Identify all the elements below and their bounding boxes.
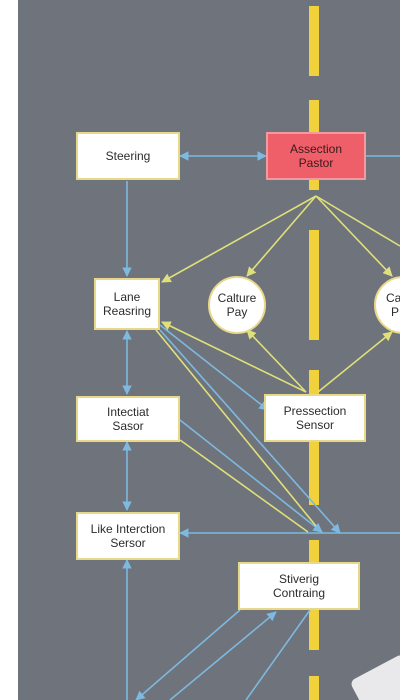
calture-pay-partial-label: Cal P bbox=[386, 291, 400, 319]
lane-dash bbox=[309, 6, 319, 76]
like-interction-sersor-label: Like Interction Sersor bbox=[90, 522, 166, 550]
connector-lane-crossing bbox=[159, 329, 341, 534]
steering-label: Steering bbox=[105, 149, 151, 163]
connector-intectiat-crossing-yellow bbox=[179, 439, 309, 533]
connector-lane-crossing-yellow bbox=[155, 329, 317, 527]
connector-pressection-lane bbox=[161, 321, 307, 393]
lane-reasring-label: Lane Reasring bbox=[102, 290, 152, 318]
like-interction-sersor-node[interactable]: Like Interction Sersor bbox=[76, 512, 180, 560]
connector-assection-right-edge bbox=[315, 195, 400, 247]
intectiat-sasor-node[interactable]: Intectiat Sasor bbox=[76, 396, 180, 442]
blue-connectors bbox=[122, 151, 400, 700]
stiverig-contraing-label: Stiverig Contraing bbox=[272, 572, 326, 600]
connector-assection-lane bbox=[161, 195, 317, 283]
connector-pressection-right-circle bbox=[317, 331, 393, 393]
calture-pay-label: Calture Pay bbox=[217, 291, 257, 319]
assection-pastor-node[interactable]: Assection Pastor bbox=[266, 132, 366, 180]
connector-stiverig-down bbox=[245, 609, 311, 700]
yellow-connectors bbox=[155, 195, 400, 533]
intectiat-sasor-label: Intectiat Sasor bbox=[106, 405, 150, 433]
pressection-sensor-node[interactable]: Pressection Sensor bbox=[264, 394, 366, 442]
connector-intectiat-crossing bbox=[179, 419, 323, 533]
connector-pressection-calture bbox=[246, 329, 307, 393]
calture-pay-node[interactable]: Calture Pay bbox=[208, 276, 266, 334]
lane-reasring-node[interactable]: Lane Reasring bbox=[94, 278, 160, 330]
steering-node[interactable]: Steering bbox=[76, 132, 180, 180]
connector-lane-pressection bbox=[159, 324, 269, 411]
assection-pastor-label: Assection Pastor bbox=[289, 142, 343, 170]
pressection-sensor-label: Pressection Sensor bbox=[283, 404, 347, 432]
connector-stiverig-like bbox=[135, 609, 241, 700]
connector-down-left bbox=[169, 611, 277, 700]
lane-dash bbox=[309, 230, 319, 340]
lane-dash bbox=[309, 676, 319, 700]
connector-assection-calture bbox=[246, 195, 317, 277]
stiverig-contraing-node[interactable]: Stiverig Contraing bbox=[238, 562, 360, 610]
connector-assection-right-circle bbox=[315, 195, 393, 277]
